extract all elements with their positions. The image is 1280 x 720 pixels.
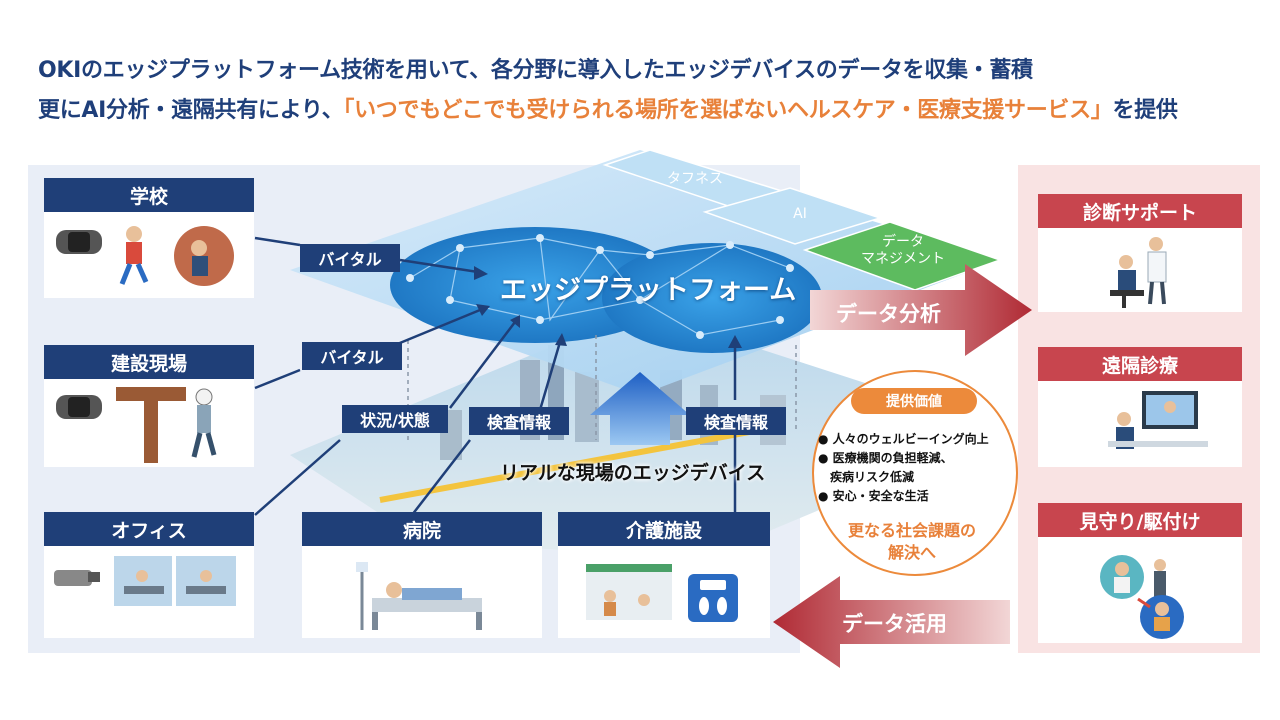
field-card-hospital: 病院: [302, 512, 542, 638]
headline-line-2-prefix: 更にAI分析・遠隔共有により、: [38, 98, 344, 123]
tag-vital-school: バイタル: [300, 244, 400, 272]
data-utilization-label: データ活用: [842, 612, 947, 636]
tile-data-management: [802, 221, 1003, 291]
watch-over-icon: [1100, 555, 1184, 639]
tile-label-data-management: データ マネジメント: [861, 234, 945, 267]
field-title-office: オフィス: [44, 512, 254, 546]
field-card-school: 学校: [44, 178, 254, 298]
flow-arrowheads: [474, 266, 742, 348]
service-card-diagnosis: 診断サポート: [1038, 194, 1242, 312]
edge-up-arrow: [590, 372, 690, 445]
value-item: 医療機関の負担軽減、 疾病リスク低減: [818, 449, 1014, 487]
field-title-care: 介護施設: [558, 512, 770, 546]
tag-exam-care: 検査情報: [686, 407, 786, 435]
remote-care-icon: [1108, 391, 1208, 449]
tile-label-ai: AI: [793, 206, 807, 222]
service-title-remote: 遠隔診療: [1038, 347, 1242, 381]
field-title-construction: 建設現場: [44, 345, 254, 379]
city-building: [575, 372, 599, 442]
tile-ai: [702, 187, 883, 245]
hospital-bed-icon: [356, 562, 482, 630]
value-item: 安心・安全な生活: [818, 487, 1014, 506]
data-analysis-label: データ分析: [836, 302, 941, 326]
headline-line-2-highlight: 「いつでもどこでも受けられる場所を選ばないヘルスケア・医療支援サービス」: [343, 98, 1113, 123]
tile-label-toughness: タフネス: [667, 171, 723, 187]
platform-blob-right: [602, 243, 822, 353]
tag-status-office: 状況/状態: [342, 405, 448, 433]
value-badge: 提供価値: [851, 388, 977, 414]
headline-line-2: 更にAI分析・遠隔共有により、「いつでもどこでも受けられる場所を選ばないヘルスケ…: [38, 92, 1178, 124]
service-card-remote: 遠隔診療: [1038, 347, 1242, 467]
field-card-construction: 建設現場: [44, 345, 254, 467]
real-field-label: リアルな現場のエッジデバイス: [500, 462, 766, 484]
network-nodes: [406, 234, 794, 339]
flow-lines: [254, 236, 737, 516]
office-illustration-icon: [54, 556, 236, 606]
field-title-hospital: 病院: [302, 512, 542, 546]
value-list: 人々のウェルビーイング向上 医療機関の負担軽減、 疾病リスク低減 安心・安全な生…: [818, 430, 1014, 506]
city-road: [379, 427, 761, 503]
doctor-consultation-icon: [1110, 237, 1167, 308]
field-card-office: オフィス: [44, 512, 254, 638]
tag-exam-hospital: 検査情報: [469, 407, 569, 435]
tag-vital-construction: バイタル: [302, 342, 402, 370]
headline-line-1: OKIのエッジプラットフォーム技術を用いて、各分野に導入したエッジデバイスのデー…: [38, 58, 1033, 83]
value-item: 人々のウェルビーイング向上: [818, 430, 1014, 449]
field-title-school: 学校: [44, 178, 254, 212]
data-utilization-arrow: [773, 576, 1010, 668]
service-card-watch: 見守り/駆付け: [1038, 503, 1242, 643]
service-title-watch: 見守り/駆付け: [1038, 503, 1242, 537]
data-analysis-arrow: [810, 264, 1032, 356]
school-illustration-icon: [56, 226, 234, 286]
field-card-care: 介護施設: [558, 512, 770, 638]
headline-line-2-suffix: を提供: [1112, 98, 1178, 123]
service-title-diagnosis: 診断サポート: [1038, 194, 1242, 228]
care-facility-icon: [586, 564, 738, 622]
construction-illustration-icon: [56, 387, 217, 463]
platform-title: エッジプラットフォーム: [500, 275, 797, 306]
value-footer: 更なる社会課題の 解決へ: [847, 521, 976, 562]
